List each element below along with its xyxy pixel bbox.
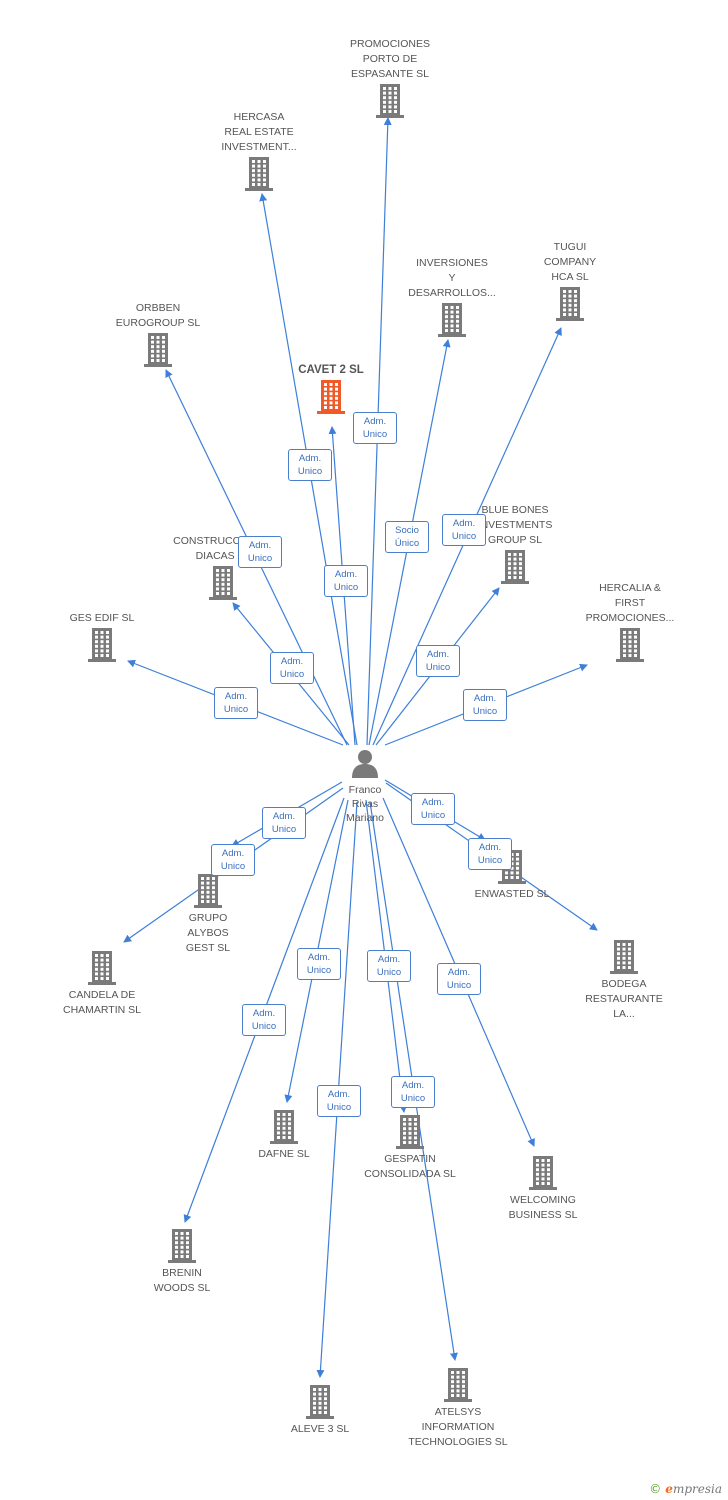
company-name: CAVET 2 SL (298, 364, 364, 376)
relation-label-blue-bones[interactable]: Adm. Unico (416, 645, 460, 677)
company-node-orbben[interactable]: ORBBEN EUROGROUP SL (83, 301, 233, 367)
building-icon (438, 303, 466, 337)
building-icon (610, 940, 638, 974)
relation-label-tugui[interactable]: Adm. Unico (442, 514, 486, 546)
building-icon (270, 1110, 298, 1144)
building-icon (168, 1229, 196, 1263)
center-person-name: Franco Rivas Mariano (346, 784, 384, 824)
company-node-ges-edif[interactable]: GES EDIF SL (27, 611, 177, 662)
relation-label-inversiones[interactable]: Socio Único (385, 521, 429, 553)
person-icon (352, 750, 378, 778)
company-name: DAFNE SL (258, 1148, 310, 1160)
relation-label-dafne[interactable]: Adm. Unico (297, 948, 341, 980)
company-node-blue-bones[interactable]: BLUE BONES INVESTMENTS GROUP SL (440, 503, 590, 584)
relation-label-ges-edif[interactable]: Adm. Unico (214, 687, 258, 719)
relation-label-gespatin[interactable]: Adm. Unico (367, 950, 411, 982)
company-name: CANDELA DE CHAMARTIN SL (63, 989, 141, 1016)
building-icon (88, 951, 116, 985)
company-name: BLUE BONES INVESTMENTS GROUP SL (477, 504, 553, 546)
center-person-node[interactable]: Franco Rivas Mariano (325, 748, 405, 825)
building-icon (209, 566, 237, 600)
brand-initial: e (665, 1482, 673, 1496)
company-node-hercasa[interactable]: HERCASA REAL ESTATE INVESTMENT... (184, 110, 334, 191)
company-name: PROMOCIONES PORTO DE ESPASANTE SL (350, 38, 430, 80)
relation-label-construcciones[interactable]: Adm. Unico (270, 652, 314, 684)
company-name: ORBBEN EUROGROUP SL (115, 302, 201, 329)
relation-label-cavet2[interactable]: Adm. Unico (324, 565, 368, 597)
relation-label-welcoming[interactable]: Adm. Unico (437, 963, 481, 995)
relation-label-brenin[interactable]: Adm. Unico (242, 1004, 286, 1036)
company-name: GES EDIF SL (69, 612, 135, 624)
relation-label-enwasted[interactable]: Adm. Unico (468, 838, 512, 870)
relation-label-hercalia[interactable]: Adm. Unico (463, 689, 507, 721)
company-node-tugui[interactable]: TUGUI COMPANY HCA SL (495, 240, 645, 321)
building-icon (501, 550, 529, 584)
building-icon (306, 1385, 334, 1419)
building-icon (376, 84, 404, 118)
empresia-logo: ©empresia (649, 1482, 722, 1496)
company-name: ATELSYS INFORMATION TECHNOLOGIES SL (408, 1406, 508, 1448)
brand-name: mpresia (672, 1482, 722, 1496)
building-icon (529, 1156, 557, 1190)
building-icon (616, 628, 644, 662)
company-name: BRENIN WOODS SL (153, 1267, 211, 1294)
company-node-gespatin[interactable]: GESPATIN CONSOLIDADA SL (335, 1115, 485, 1182)
relation-label-atelsys[interactable]: Adm. Unico (391, 1076, 435, 1108)
company-node-promociones-porto[interactable]: PROMOCIONES PORTO DE ESPASANTE SL (315, 37, 465, 118)
building-icon (444, 1368, 472, 1402)
building-icon (317, 380, 345, 414)
copyright-symbol: © (649, 1482, 662, 1496)
relation-label-bodega[interactable]: Adm. Unico (411, 793, 455, 825)
building-icon (88, 628, 116, 662)
company-node-enwasted[interactable]: ENWASTED SL (437, 850, 587, 902)
company-node-candela[interactable]: CANDELA DE CHAMARTIN SL (27, 951, 177, 1018)
building-icon (396, 1115, 424, 1149)
company-name: ALEVE 3 SL (290, 1423, 350, 1435)
company-name: INVERSIONES Y DESARROLLOS... (408, 257, 496, 299)
company-node-inversiones[interactable]: INVERSIONES Y DESARROLLOS... (377, 256, 527, 337)
company-node-aleve3[interactable]: ALEVE 3 SL (245, 1385, 395, 1437)
company-name: HERCALIA & FIRST PROMOCIONES... (585, 582, 675, 624)
company-name: BODEGA RESTAURANTE LA... (585, 978, 663, 1020)
relation-label-orbben[interactable]: Adm. Unico (238, 536, 282, 568)
company-node-atelsys[interactable]: ATELSYS INFORMATION TECHNOLOGIES SL (383, 1368, 533, 1450)
relation-label-candela[interactable]: Adm. Unico (211, 844, 255, 876)
building-icon (245, 157, 273, 191)
building-icon (556, 287, 584, 321)
relation-label-hercasa[interactable]: Adm. Unico (288, 449, 332, 481)
company-name: GESPATIN CONSOLIDADA SL (364, 1153, 456, 1180)
company-node-brenin[interactable]: BRENIN WOODS SL (107, 1229, 257, 1296)
company-name: GRUPO ALYBOS GEST SL (185, 912, 231, 954)
building-icon (144, 333, 172, 367)
relation-label-grupo-alybos[interactable]: Adm. Unico (262, 807, 306, 839)
company-name: TUGUI COMPANY HCA SL (543, 241, 597, 283)
relation-label-promociones-porto[interactable]: Adm. Unico (353, 412, 397, 444)
company-name: HERCASA REAL ESTATE INVESTMENT... (221, 111, 297, 153)
company-node-bodega[interactable]: BODEGA RESTAURANTE LA... (549, 940, 699, 1022)
company-name: WELCOMING BUSINESS SL (508, 1194, 578, 1221)
building-icon (194, 874, 222, 908)
company-node-hercalia[interactable]: HERCALIA & FIRST PROMOCIONES... (555, 581, 705, 662)
company-node-welcoming[interactable]: WELCOMING BUSINESS SL (468, 1156, 618, 1223)
company-name: ENWASTED SL (474, 888, 550, 900)
company-node-dafne[interactable]: DAFNE SL (209, 1110, 359, 1162)
company-node-cavet2[interactable]: CAVET 2 SL (256, 363, 406, 414)
company-node-grupo-alybos[interactable]: GRUPO ALYBOS GEST SL (133, 874, 283, 956)
relation-label-aleve3[interactable]: Adm. Unico (317, 1085, 361, 1117)
